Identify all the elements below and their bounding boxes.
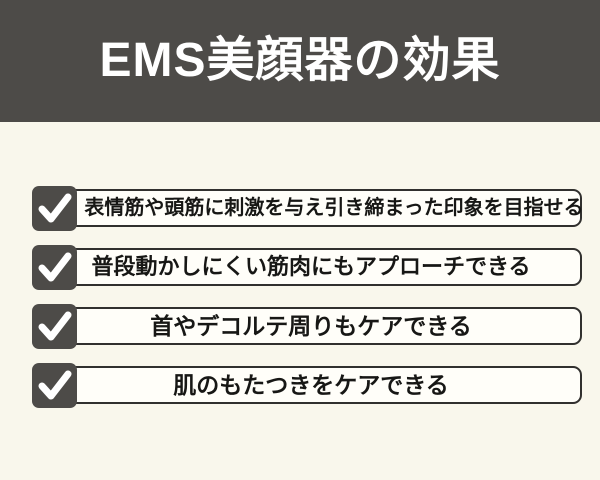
page-title: EMS美顔器の効果 <box>99 34 501 87</box>
checkmark-icon <box>38 193 72 223</box>
item-label: 首やデコルテ周りもケアできる <box>150 312 472 339</box>
checklist-item: 普段動かしにくい筋肉にもアプローチできる <box>0 245 600 290</box>
checkmark-icon <box>38 252 72 282</box>
item-label: 肌のもたつきをケアできる <box>173 371 449 398</box>
checklist-item: 表情筋や頭筋に刺激を与え引き締まった印象を目指せる <box>0 186 600 231</box>
item-box: 肌のもたつきをケアできる <box>40 366 582 404</box>
checkbox-checked <box>32 363 77 408</box>
checkmark-icon <box>38 370 72 400</box>
checklist: 表情筋や頭筋に刺激を与え引き締まった印象を目指せる 普段動かしにくい筋肉にもアプ… <box>0 186 600 422</box>
checkbox-checked <box>32 186 77 231</box>
item-box: 表情筋や頭筋に刺激を与え引き締まった印象を目指せる <box>40 189 584 227</box>
item-label: 表情筋や頭筋に刺激を与え引き締まった印象を目指せる <box>84 197 584 219</box>
checklist-item: 肌のもたつきをケアできる <box>0 363 600 408</box>
checkmark-icon <box>38 311 72 341</box>
item-box: 普段動かしにくい筋肉にもアプローチできる <box>40 248 582 286</box>
checklist-item: 首やデコルテ周りもケアできる <box>0 304 600 349</box>
item-label: 普段動かしにくい筋肉にもアプローチできる <box>91 254 531 279</box>
checkbox-checked <box>32 304 77 349</box>
checkbox-checked <box>32 245 77 290</box>
header: EMS美顔器の効果 <box>0 0 600 122</box>
item-box: 首やデコルテ周りもケアできる <box>40 307 582 345</box>
